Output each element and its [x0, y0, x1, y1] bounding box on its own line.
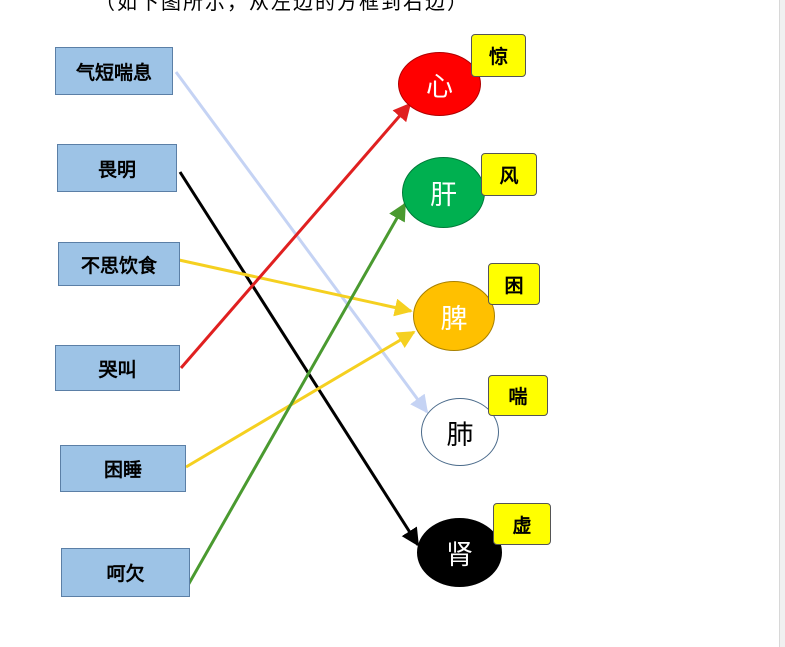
symptom-box-breath: 气短喘息 [55, 47, 173, 95]
organ-label: 肺 [446, 419, 474, 451]
organ-label: 肾 [446, 540, 473, 571]
organ-label: 肝 [430, 180, 457, 211]
tag-lung: 喘 [488, 375, 548, 416]
organ-kidney: 肾 [417, 518, 502, 587]
symptom-label: 哭叫 [98, 358, 137, 381]
top-cropped-text: （如下图所示，从左边的方框到右边） [95, 0, 469, 14]
tag-label: 风 [499, 165, 519, 187]
organ-spleen: 脾 [413, 281, 495, 351]
arrow-cry-to-heart [179, 102, 412, 369]
tag-label: 困 [504, 274, 524, 297]
tag-label: 惊 [488, 46, 508, 68]
symptom-label: 气短喘息 [75, 61, 152, 84]
arrow-breath-to-lung [174, 71, 429, 414]
tag-heart: 惊 [471, 34, 526, 77]
organ-heart: 心 [398, 52, 481, 116]
symptom-box-sleepy: 困睡 [60, 445, 186, 492]
symptom-label: 呵欠 [106, 563, 145, 585]
tag-label: 喘 [508, 386, 528, 408]
organ-lung: 肺 [421, 398, 499, 466]
symptom-label: 困睡 [103, 459, 142, 481]
arrow-fear-to-kidney [178, 171, 420, 547]
symptom-box-fear: 畏明 [57, 144, 177, 192]
arrow-yawn-to-liver [185, 202, 407, 588]
tag-kidney: 虚 [493, 503, 551, 545]
arrow-appetite-to-spleen [178, 258, 413, 317]
symptom-label: 畏明 [97, 158, 136, 181]
organ-label: 脾 [440, 303, 468, 335]
organ-liver: 肝 [402, 157, 485, 228]
tag-spleen: 困 [488, 263, 540, 305]
symptom-box-appetite: 不思饮食 [58, 242, 180, 286]
page-edge [779, 0, 785, 647]
arrow-sleepy-to-spleen [185, 330, 416, 469]
symptom-box-yawn: 呵欠 [61, 548, 190, 597]
tag-liver: 风 [481, 153, 537, 196]
symptom-box-cry: 哭叫 [55, 345, 180, 391]
symptom-label: 不思饮食 [80, 254, 157, 277]
tag-label: 虚 [512, 514, 532, 537]
organ-label: 心 [426, 71, 453, 103]
